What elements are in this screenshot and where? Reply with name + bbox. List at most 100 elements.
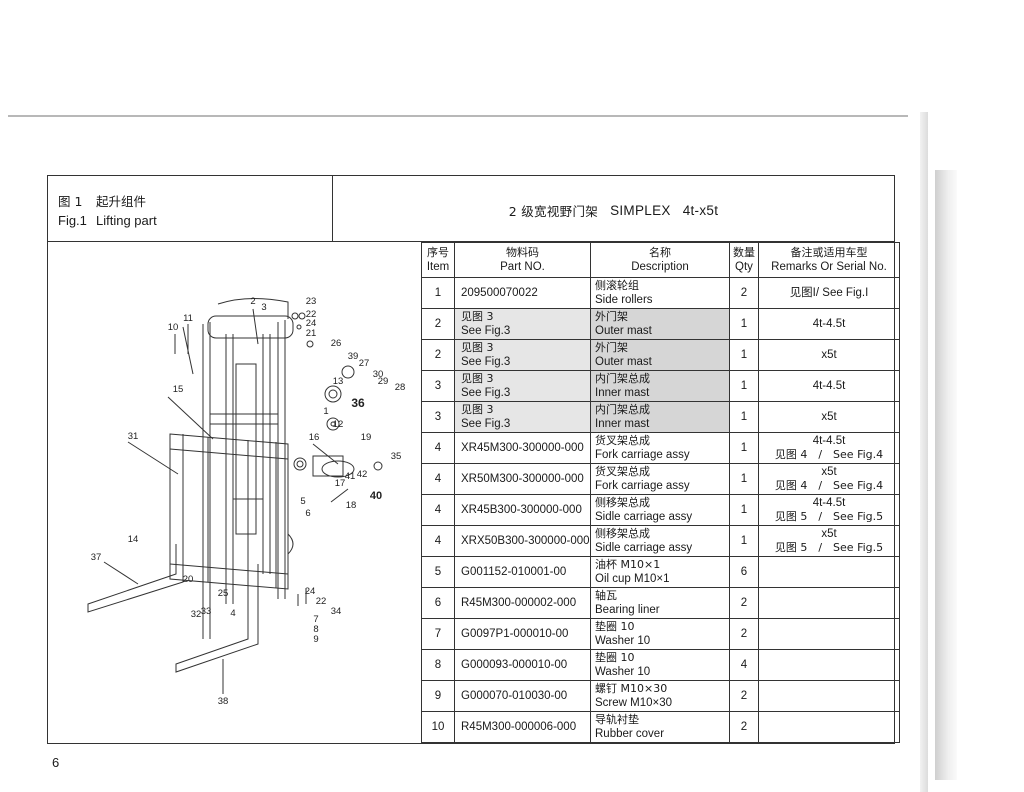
callout-26: 26 [331,338,342,349]
cell-item: 2 [421,308,455,340]
callout-42: 42 [357,469,368,480]
description-en: Side rollers [595,294,653,306]
col-description-en: Description [631,261,689,273]
description-cn: 内门架总成 [595,403,650,416]
description-cn: 油杯 M10×1 [595,558,661,571]
model-capacity: 4t-x5t [682,203,719,218]
part-no-cn: 见图 3 [461,310,494,323]
col-item-cn: 序号 [427,246,449,259]
callout-15: 15 [173,384,184,395]
callout-24: 24 [306,318,317,329]
remarks-text: 见图I/ See Fig.I [789,287,869,299]
description-en: Screw M10×30 [595,697,673,709]
cell-qty: 2 [729,711,759,743]
col-description-cn: 名称 [649,246,671,259]
description-en: Inner mast [595,387,650,399]
scan-binding-shadow [935,170,957,780]
description-en: Fork carriage assy [595,480,690,492]
callout-21: 21 [306,328,317,339]
description-en: Fork carriage assy [595,449,690,461]
callout-38: 38 [218,696,229,707]
col-remarks-en: Remarks Or Serial No. [771,261,887,273]
cell-description: 侧移架总成 Sidle carriage assy [590,525,730,557]
callout-34: 34 [331,606,342,617]
cell-qty: 1 [729,525,759,557]
description-cn: 内门架总成 [595,372,650,385]
part-no-cn: 见图 3 [461,341,494,354]
description-en: Outer mast [595,356,652,368]
callout-10: 10 [168,322,179,333]
cell-description: 侧滚轮组 Side rollers [590,277,730,309]
callout-12: 12 [333,419,344,430]
col-qty-cn: 数量 [733,246,755,259]
description-en: Sidle carriage assy [595,542,693,554]
remarks-text: x5t [821,349,837,361]
callout-36: 36 [351,396,365,410]
callout-8: 8 [313,624,318,635]
cell-item: 4 [421,525,455,557]
col-item: 序号 Item [421,242,455,278]
description-cn: 侧移架总成 [595,527,650,540]
cell-part-no: G000093-000010-00 [454,649,591,681]
callout-20: 20 [183,574,194,585]
col-part-no-en: Part NO. [500,261,545,273]
model-name-cn: 2 级宽视野门架 [508,204,599,219]
cell-qty: 1 [729,308,759,340]
cell-remarks [758,680,900,712]
col-description: 名称 Description [590,242,730,278]
description-cn: 垫圈 10 [595,620,635,633]
description-cn: 垫圈 10 [595,651,635,664]
callout-17: 17 [335,478,346,489]
cell-qty: 6 [729,556,759,588]
cell-qty: 2 [729,618,759,650]
callout-3: 3 [261,302,266,313]
cell-qty: 1 [729,401,759,433]
callout-16: 16 [309,432,320,443]
remarks-text: 4t-4.5t [812,380,846,392]
cell-qty: 1 [729,370,759,402]
callout-19: 19 [361,432,372,443]
cell-item: 6 [421,587,455,619]
cell-part-no: XR50M300-300000-000 [454,463,591,495]
callout-22b: 22 [316,596,327,607]
model-header: 2 级宽视野门架 SIMPLEX 4t-x5t [333,176,894,242]
part-no-text: See Fig.3 [461,325,511,337]
cell-item: 4 [421,432,455,464]
description-en: Outer mast [595,325,652,337]
cell-part-no: 209500070022 [454,277,591,309]
cell-part-no: R45M300-000002-000 [454,587,591,619]
callout-2: 2 [250,296,255,307]
scan-page-edge [920,112,928,792]
callout-31: 31 [128,431,139,442]
callout-40: 40 [370,490,382,502]
cell-part-no: XRX50B300-300000-000 [454,525,591,557]
remarks-line-1: x5t [821,466,837,478]
description-cn: 侧滚轮组 [595,279,639,292]
col-item-en: Item [426,261,450,273]
cell-qty: 2 [729,587,759,619]
cell-remarks: 4t-4.5t [758,370,900,402]
